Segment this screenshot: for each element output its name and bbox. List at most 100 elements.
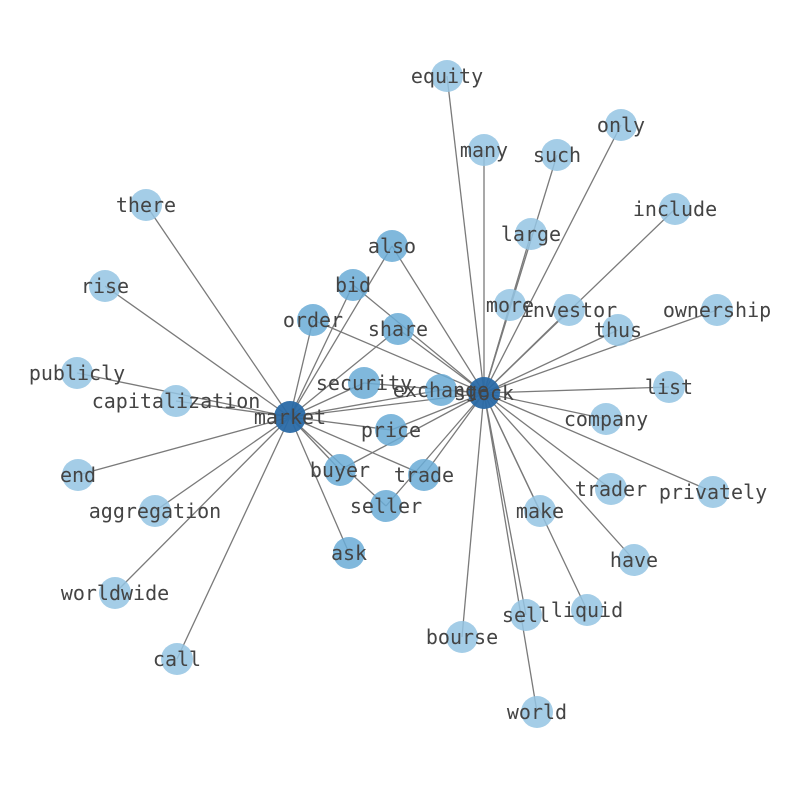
node-also [376,230,408,262]
edge-stock-security [363,382,485,394]
node-privately [697,476,729,508]
edge-stock-list [483,386,670,394]
edge-stock-have [483,392,635,561]
node-world [521,696,553,728]
node-label-end: end [60,463,96,487]
node-sell [510,599,542,631]
node-only [605,109,637,141]
nodes-layer [61,60,733,728]
edge-stock-equity [446,75,485,394]
node-label-world: world [507,700,567,724]
node-label-stock: stock [454,381,514,405]
node-label-thus: thus [594,318,642,342]
node-label-have: have [610,548,658,572]
edge-stock-buyer [339,392,485,471]
node-worldwide [99,577,131,609]
node-label-publicly: publicly [29,361,125,385]
node-label-price: price [361,418,421,442]
edge-market-rise [104,285,291,418]
edge-stock-trade [423,392,485,476]
node-make [524,495,556,527]
edge-market-aggregation [154,416,291,512]
node-label-market: market [254,405,326,429]
edge-stock-also [391,245,485,394]
node-label-also: also [368,234,416,258]
node-label-rise: rise [81,274,129,298]
node-label-such: such [533,143,581,167]
edge-stock-price [390,392,485,431]
node-label-bid: bid [335,273,371,297]
node-label-more: more [486,293,534,317]
node-label-capitalization: capitalization [92,389,261,413]
node-end [62,459,94,491]
node-bourse [446,621,478,653]
node-label-privately: privately [659,480,767,504]
edge-market-ask [289,416,350,554]
edge-market-end [77,416,291,476]
node-label-share: share [368,317,428,341]
edge-market-price [289,416,392,431]
node-price [375,414,407,446]
edge-market-exchange [289,389,442,418]
node-there [130,189,162,221]
edge-stock-trader [483,392,612,490]
node-label-investor: investor [521,298,617,322]
node-trader [595,473,627,505]
node-label-ownership: ownership [663,298,771,322]
edge-stock-sell [483,392,527,616]
edge-stock-ownership [483,309,718,394]
node-label-list: list [645,375,693,399]
node-label-buyer: buyer [310,458,370,482]
node-company [590,403,622,435]
node-label-company: company [564,407,648,431]
edge-market-there [145,204,291,418]
node-buyer [324,454,356,486]
edge-stock-company [483,392,607,420]
node-aggregation [139,495,171,527]
node-ownership [701,294,733,326]
edge-market-capitalization [175,400,291,418]
node-security [348,367,380,399]
node-rise [89,270,121,302]
node-label-seller: seller [350,494,422,518]
node-more [494,289,526,321]
node-large [515,218,547,250]
node-thus [602,314,634,346]
node-list [653,371,685,403]
node-label-sell: sell [502,603,550,627]
node-trade [408,459,440,491]
edge-market-bid [289,284,354,418]
edge-stock-seller [385,392,485,507]
node-stock [468,377,500,409]
node-have [618,544,650,576]
node-label-many: many [460,138,508,162]
edge-stock-investor [483,309,570,394]
node-liquid [571,594,603,626]
node-label-order: order [283,308,343,332]
node-bid [337,269,369,301]
node-label-bourse: bourse [426,625,498,649]
node-investor [553,294,585,326]
edge-market-also [289,245,393,418]
node-capitalization [160,385,192,417]
node-call [161,643,193,675]
node-label-security: security [316,371,412,395]
node-order [297,304,329,336]
node-label-trade: trade [394,463,454,487]
node-label-large: large [501,222,561,246]
node-publicly [61,357,93,389]
node-label-call: call [153,647,201,671]
node-label-include: include [633,197,717,221]
labels-layer: stockmarketexchangesecuritysharepricetra… [29,64,771,724]
edge-market-order [289,319,314,418]
edge-stock-world [483,392,538,713]
edge-market-call [176,416,291,660]
edge-stock-thus [483,329,619,394]
edge-stock-bid [352,284,485,394]
edge-stock-bourse [461,392,485,638]
node-equity [431,60,463,92]
edge-market-worldwide [114,416,291,594]
node-include [659,193,691,225]
edge-market-share [289,328,399,418]
